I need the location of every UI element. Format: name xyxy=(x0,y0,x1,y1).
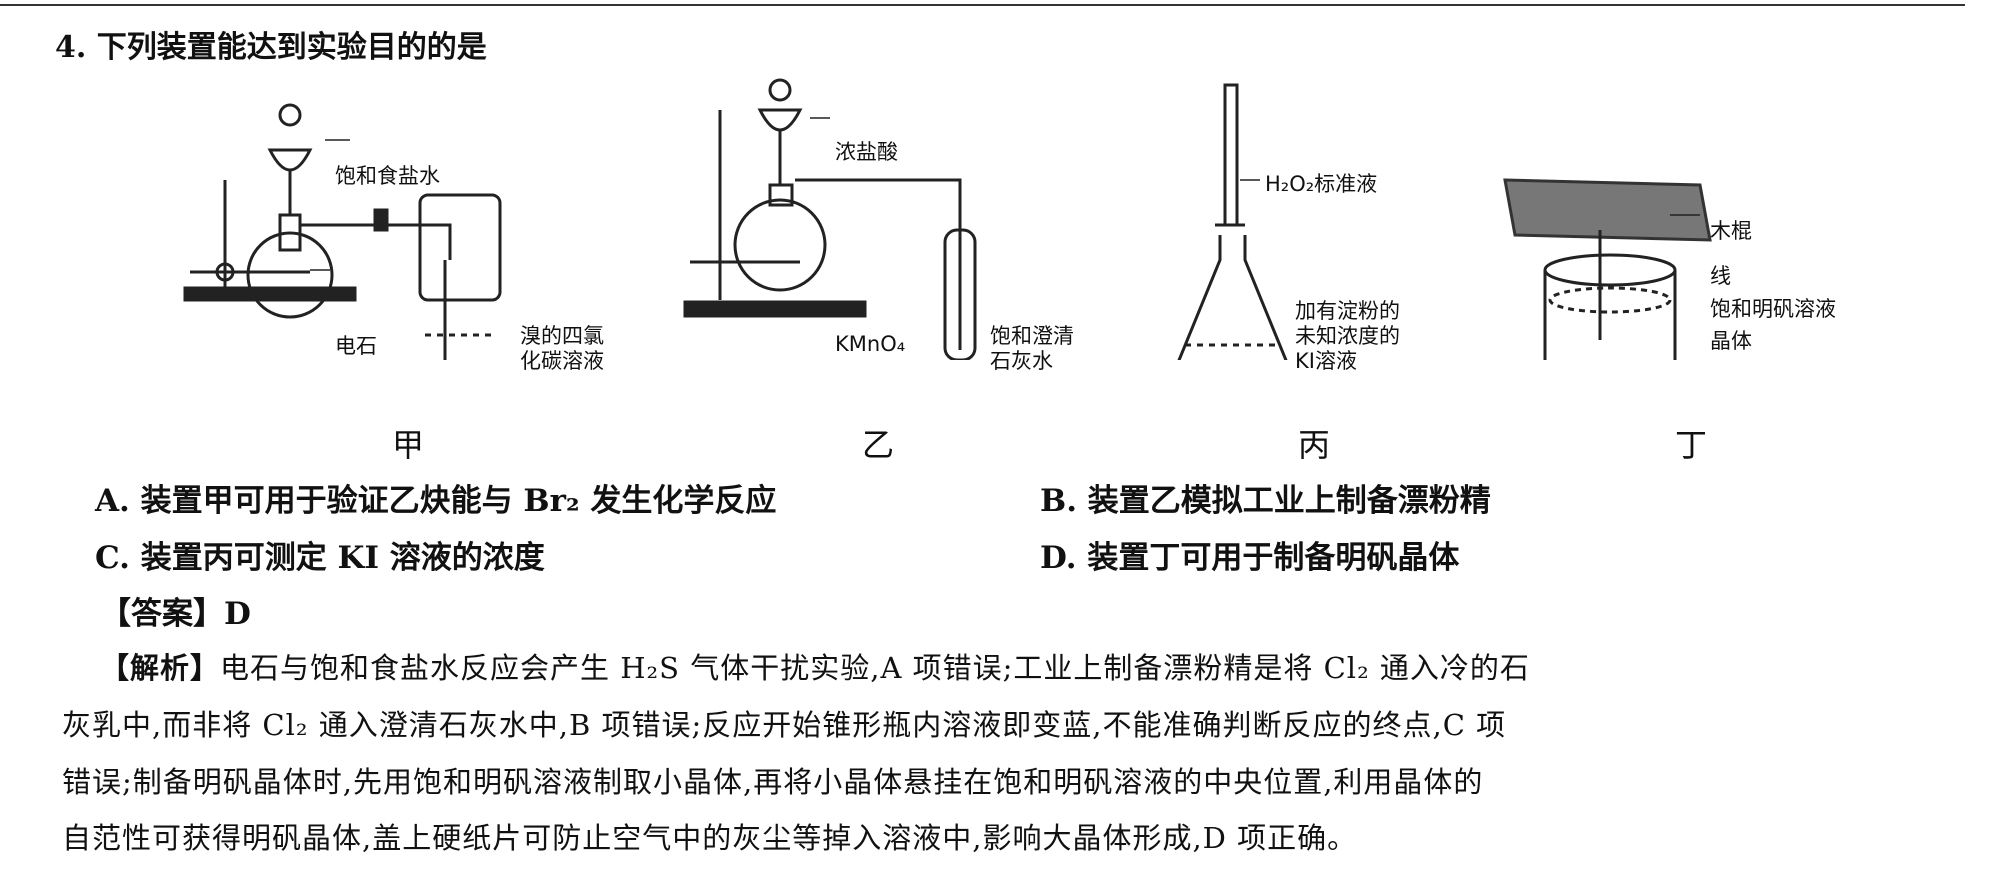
caption-ding: 丁 xyxy=(1675,426,1708,464)
label-ki-1: 加有淀粉的 xyxy=(1295,299,1400,323)
label-crystal: 晶体 xyxy=(1710,329,1752,353)
label-bromine-solution-2: 化碳溶液 xyxy=(520,349,604,373)
label-limewater-1: 饱和澄清 xyxy=(990,324,1074,348)
caption-jia: 甲 xyxy=(392,426,425,464)
apparatus-diagrams xyxy=(183,78,1712,360)
label-conc-hcl: 浓盐酸 xyxy=(835,140,898,164)
option-c: C. 装置丙可测定 KI 溶液的浓度 xyxy=(95,540,545,576)
label-thread: 线 xyxy=(1710,264,1731,288)
label-ki-2: 未知浓度的 xyxy=(1295,324,1400,348)
top-rule xyxy=(0,4,1965,6)
question-title: 4. 下列装置能达到实验目的的是 xyxy=(55,30,487,65)
answer-value: D xyxy=(224,596,251,632)
caption-yi: 乙 xyxy=(862,426,895,464)
label-stick: 木棍 xyxy=(1710,219,1752,243)
analysis-line-1: 【解析】电石与饱和食盐水反应会产生 H₂S 气体干扰实验,A 项错误;工业上制备… xyxy=(100,645,1530,687)
option-b: B. 装置乙模拟工业上制备漂粉精 xyxy=(1040,483,1491,519)
option-a: A. 装置甲可用于验证乙炔能与 Br₂ 发生化学反应 xyxy=(95,483,777,519)
caption-bing: 丙 xyxy=(1298,426,1331,464)
apparatus-jia xyxy=(183,103,502,360)
option-d: D. 装置丁可用于制备明矾晶体 xyxy=(1040,540,1460,576)
analysis-line-4: 自范性可获得明矾晶体,盖上硬纸片可防止空气中的灰尘等掉入溶液中,影响大晶体形成,… xyxy=(62,821,1358,855)
label-h2o2-standard: H₂O₂标准液 xyxy=(1265,172,1378,196)
label-ki-3: KI溶液 xyxy=(1295,349,1357,373)
answer-label: 【答案】 xyxy=(100,596,224,632)
label-bromine-solution-1: 溴的四氯 xyxy=(520,324,604,348)
apparatus-bing xyxy=(1177,83,1288,360)
apparatus-ding xyxy=(1503,178,1712,360)
analysis-line-2: 灰乳中,而非将 Cl₂ 通入澄清石灰水中,B 项错误;反应开始锥形瓶内溶液即变蓝… xyxy=(62,708,1507,742)
label-kmno4: KMnO₄ xyxy=(835,332,906,356)
answer: 【答案】D xyxy=(100,588,251,633)
analysis-label: 【解析】 xyxy=(100,651,221,685)
analysis-line-3: 错误;制备明矾晶体时,先用饱和明矾溶液制取小晶体,再将小晶体悬挂在饱和明矾溶液的… xyxy=(62,765,1484,799)
label-limewater-2: 石灰水 xyxy=(990,349,1053,373)
apparatus-yi xyxy=(683,78,977,360)
label-alum-solution: 饱和明矾溶液 xyxy=(1710,297,1836,321)
analysis-text: 电石与饱和食盐水反应会产生 H₂S 气体干扰实验,A 项错误;工业上制备漂粉精是… xyxy=(220,651,1530,685)
label-saturated-brine: 饱和食盐水 xyxy=(335,164,440,188)
label-calcium-carbide: 电石 xyxy=(335,334,377,358)
